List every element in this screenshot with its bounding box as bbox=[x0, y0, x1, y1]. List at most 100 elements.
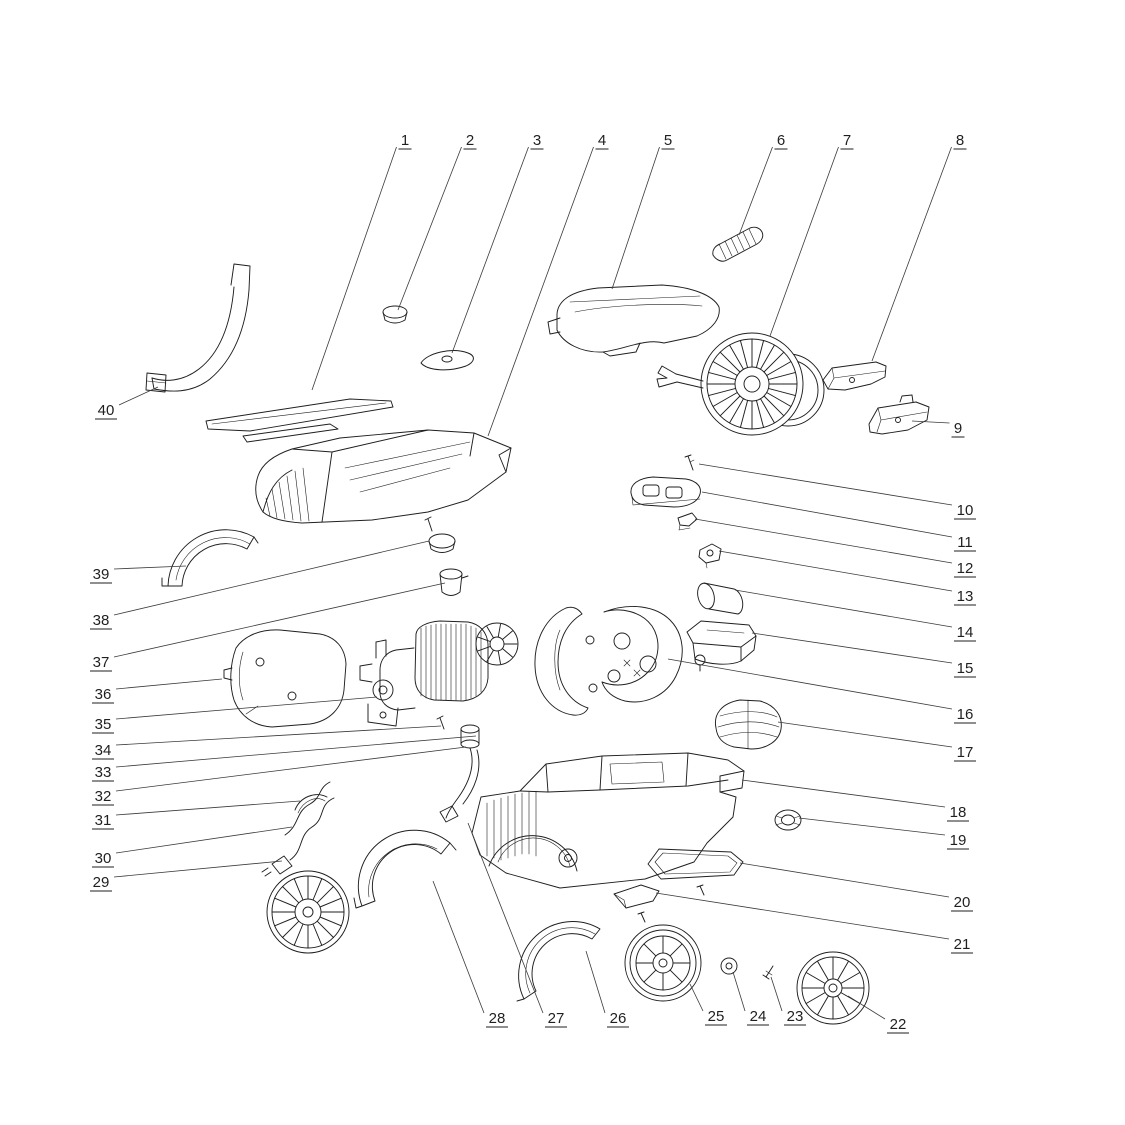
callout-20: 20 bbox=[739, 862, 973, 912]
callout-11: 11 bbox=[701, 491, 976, 552]
part-number-27: 27 bbox=[548, 1010, 565, 1027]
callout-28: 28 bbox=[432, 880, 508, 1028]
part-washer-24 bbox=[720, 957, 738, 975]
leader-line-36 bbox=[115, 678, 223, 690]
part-bottom-tray-20 bbox=[647, 848, 744, 880]
callout-38: 38 bbox=[90, 540, 430, 630]
part-number-2: 2 bbox=[466, 132, 474, 149]
part-number-11: 11 bbox=[957, 534, 973, 551]
part-top-cover-4 bbox=[255, 429, 512, 524]
leader-line-33 bbox=[115, 735, 477, 768]
callout-14: 14 bbox=[734, 589, 976, 642]
part-number-39: 39 bbox=[93, 566, 110, 583]
leader-line-24 bbox=[732, 971, 746, 1012]
part-fender-26 bbox=[516, 921, 601, 1002]
callout-39: 39 bbox=[90, 565, 187, 584]
callout-22: 22 bbox=[847, 995, 909, 1034]
callout-3: 3 bbox=[451, 132, 544, 354]
leader-line-22 bbox=[847, 995, 886, 1020]
part-cover-17 bbox=[714, 699, 782, 750]
callout-26: 26 bbox=[585, 950, 629, 1028]
leader-line-23 bbox=[770, 976, 783, 1012]
part-number-18: 18 bbox=[950, 804, 967, 821]
callout-12: 12 bbox=[694, 518, 976, 578]
leader-line-32 bbox=[115, 746, 467, 792]
part-cable-30 bbox=[284, 781, 331, 836]
part-number-3: 3 bbox=[533, 132, 541, 149]
leader-line-25 bbox=[689, 983, 704, 1012]
leader-line-4 bbox=[487, 146, 594, 437]
callout-7: 7 bbox=[769, 132, 854, 337]
part-cup-37 bbox=[439, 568, 469, 596]
callout-8: 8 bbox=[871, 132, 967, 362]
leader-line-26 bbox=[585, 950, 606, 1014]
leader-line-40 bbox=[118, 386, 159, 406]
part-number-21: 21 bbox=[954, 936, 971, 953]
part-number-9: 9 bbox=[954, 420, 962, 437]
part-bracket-21 bbox=[613, 884, 705, 923]
part-fender-28 bbox=[353, 829, 457, 909]
part-number-4: 4 bbox=[598, 132, 606, 149]
leader-line-11 bbox=[701, 491, 953, 538]
part-plate-3 bbox=[420, 350, 474, 371]
part-cap-38 bbox=[424, 516, 456, 553]
leader-line-35 bbox=[115, 696, 378, 720]
callout-32: 32 bbox=[92, 746, 467, 806]
part-number-26: 26 bbox=[610, 1010, 627, 1027]
part-grommet-19 bbox=[774, 809, 802, 831]
leader-line-21 bbox=[655, 892, 950, 940]
part-number-24: 24 bbox=[750, 1008, 767, 1025]
part-number-12: 12 bbox=[957, 560, 974, 577]
callout-31: 31 bbox=[92, 800, 301, 830]
part-number-17: 17 bbox=[957, 744, 974, 761]
part-number-31: 31 bbox=[95, 812, 112, 829]
part-number-7: 7 bbox=[843, 132, 851, 149]
leader-line-39 bbox=[113, 565, 187, 570]
part-number-38: 38 bbox=[93, 612, 110, 629]
leader-line-14 bbox=[734, 589, 953, 628]
callout-4: 4 bbox=[487, 132, 609, 437]
part-number-25: 25 bbox=[708, 1008, 725, 1025]
callout-5: 5 bbox=[611, 132, 675, 290]
leader-line-15 bbox=[751, 632, 953, 664]
part-bracket-9 bbox=[868, 394, 930, 435]
part-bracket-8 bbox=[822, 361, 887, 391]
leader-line-27 bbox=[467, 822, 544, 1014]
callout-23: 23 bbox=[770, 976, 806, 1026]
leader-line-20 bbox=[739, 862, 950, 898]
part-hose-reel-7 bbox=[656, 332, 825, 436]
callout-21: 21 bbox=[655, 892, 973, 954]
part-number-40: 40 bbox=[98, 402, 115, 419]
part-clip-12 bbox=[677, 512, 698, 531]
callout-16: 16 bbox=[667, 658, 976, 724]
part-number-20: 20 bbox=[954, 894, 971, 911]
part-cap-2 bbox=[382, 305, 408, 324]
callout-19: 19 bbox=[798, 817, 969, 850]
parts-artwork bbox=[145, 226, 930, 1025]
part-wheel-22 bbox=[796, 951, 870, 1025]
part-motor-housing-16 bbox=[534, 606, 683, 716]
callout-15: 15 bbox=[751, 632, 976, 678]
leader-line-17 bbox=[777, 721, 953, 748]
part-number-37: 37 bbox=[93, 654, 110, 671]
part-number-19: 19 bbox=[950, 832, 967, 849]
leader-line-12 bbox=[694, 518, 953, 564]
callout-34: 34 bbox=[92, 725, 442, 760]
part-number-29: 29 bbox=[93, 874, 110, 891]
part-number-23: 23 bbox=[787, 1008, 804, 1025]
leader-line-34 bbox=[115, 725, 442, 746]
callout-1: 1 bbox=[311, 132, 412, 391]
leader-line-10 bbox=[698, 463, 953, 506]
part-wheel-rear-left bbox=[266, 870, 350, 954]
part-hose-40 bbox=[145, 263, 251, 393]
leader-line-1 bbox=[311, 146, 397, 391]
callout-37: 37 bbox=[90, 582, 446, 672]
leader-line-9 bbox=[911, 420, 950, 424]
leader-line-5 bbox=[611, 146, 660, 290]
leader-line-30 bbox=[115, 826, 293, 854]
callout-35: 35 bbox=[92, 696, 378, 734]
part-number-5: 5 bbox=[664, 132, 672, 149]
leader-line-28 bbox=[432, 880, 485, 1014]
part-number-10: 10 bbox=[957, 502, 974, 519]
